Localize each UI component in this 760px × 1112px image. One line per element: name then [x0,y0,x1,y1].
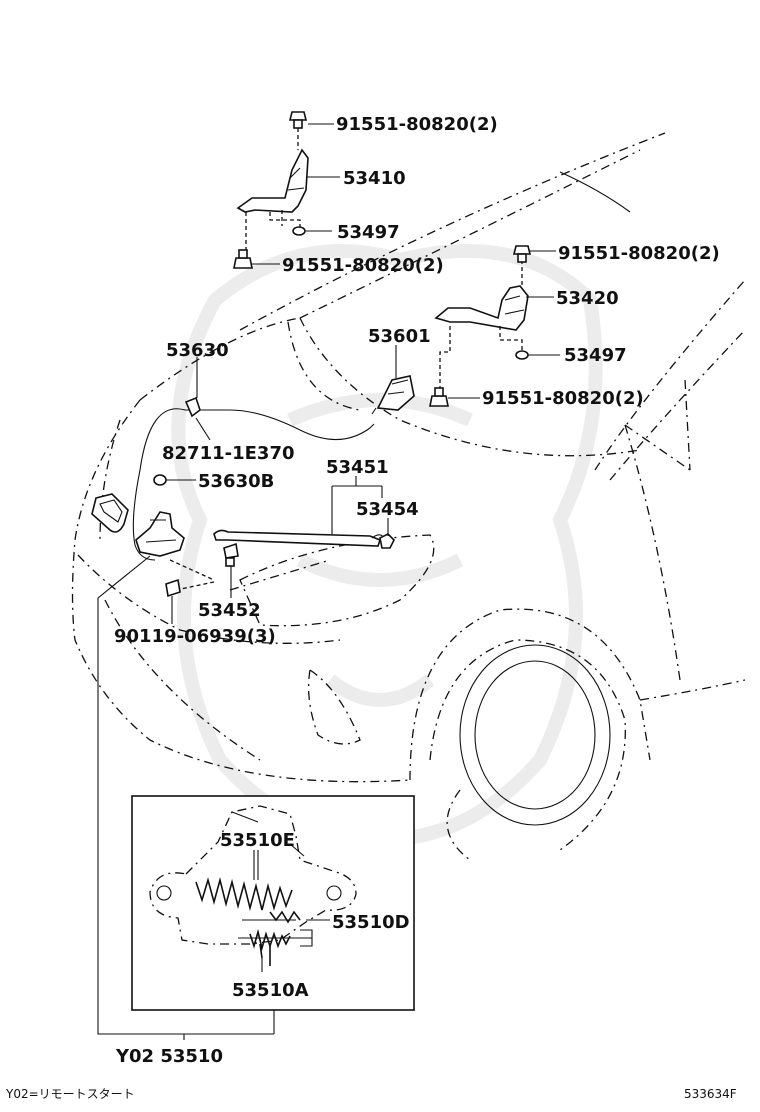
label-support-rod-assy: 53451 [326,457,389,478]
hood-cable-line [132,408,371,561]
hood-lock-assembly [135,511,185,557]
washer-right-icon [515,350,529,360]
cable-clip-53630b-icon [153,474,167,486]
hood-hinge-left [236,128,309,258]
label-clip-82711: 82711-1E370 [162,443,295,464]
label-bolt-lower-left: 91551-80820(2) [282,255,444,276]
hood-lock-detail [149,805,357,966]
label-hood-cable: 53630 [166,340,229,361]
inset-leader-lines [253,850,330,972]
lock-bolt-icon [165,578,181,598]
label-hinge-left: 53410 [343,168,406,189]
label-inset-part-a: 53510A [232,980,309,1001]
hood-support-rod [213,529,387,547]
label-washer-right: 53497 [564,345,627,366]
hood-release-lever [371,375,415,415]
label-hood-lock: Y02 53510 [115,1046,223,1067]
label-rod-holder: 53454 [356,499,419,520]
footer-note: Y02=リモートスタート [5,1087,135,1101]
car-body-outline [71,132,746,861]
bolt-upper-left-icon [288,111,308,129]
washer-left-icon [292,226,306,236]
label-release-lever: 53601 [368,326,431,347]
bolt-lower-left-icon [233,249,253,269]
label-inset-part-d: 53510D [332,912,410,933]
bolt-lower-right-icon [429,387,449,407]
watermark-emblem [171,244,603,848]
release-handle-loop [91,493,129,533]
hood-hinge-right [434,260,529,394]
bolt-upper-right-icon [512,245,532,263]
label-bolt-upper-left: 91551-80820(2) [336,114,498,135]
diagram-code: 533634F [684,1087,737,1101]
label-bolt-upper-right: 91551-80820(2) [558,243,720,264]
rod-grommet-53452-icon [223,542,239,567]
rod-holder-53454-icon [379,533,395,549]
label-cable-clip: 53630B [198,471,274,492]
clip-82711-icon [184,396,201,418]
label-washer-left: 53497 [337,222,400,243]
leader-lines [97,123,560,1040]
label-rod-grommet: 53452 [198,600,261,621]
label-inset-part-e: 53510E [220,830,295,851]
label-lock-bolt: 90119-06939(3) [114,626,276,647]
label-hinge-right: 53420 [556,288,619,309]
label-bolt-lower-right: 91551-80820(2) [482,388,644,409]
